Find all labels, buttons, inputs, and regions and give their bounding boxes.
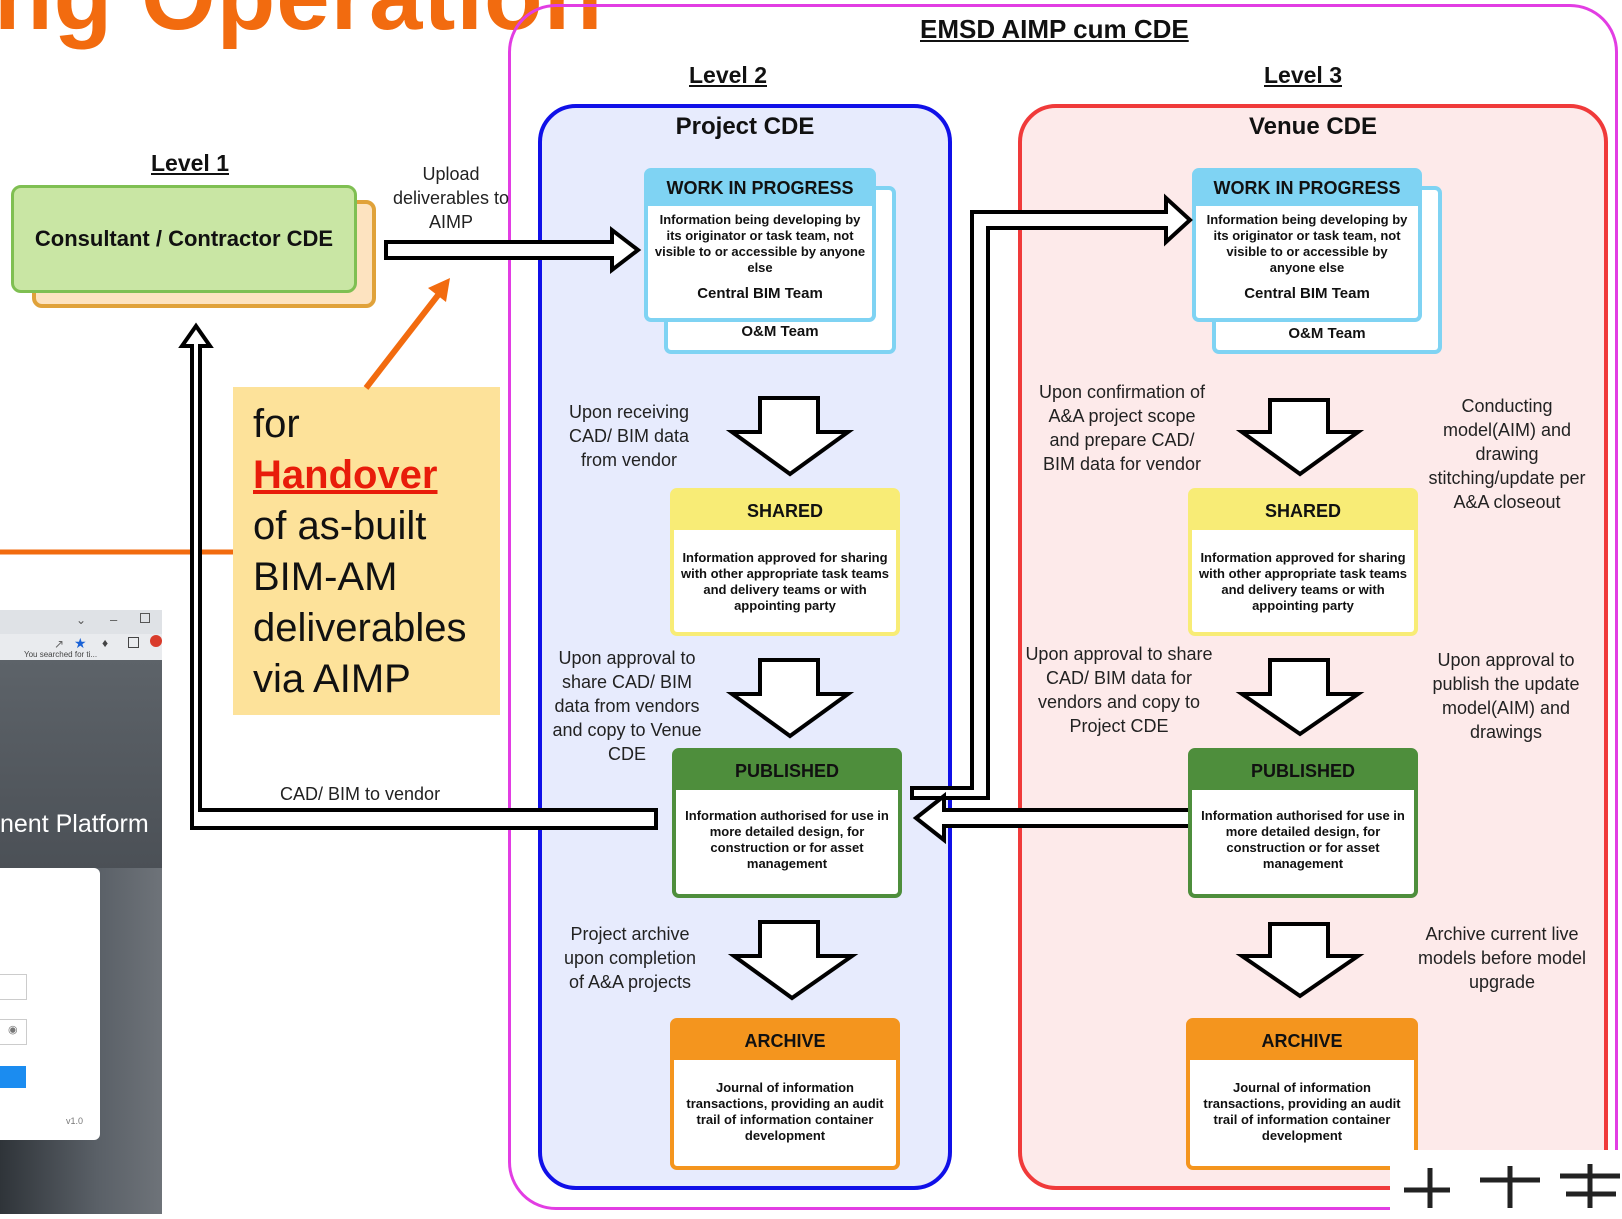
project-wip-body: Information being developing by its orig… bbox=[654, 212, 866, 275]
project-down-arrow-2 bbox=[725, 658, 855, 739]
venue-down-arrow-3 bbox=[1235, 922, 1365, 999]
consultant-cde-box: Consultant / Contractor CDE bbox=[11, 185, 357, 293]
project-wip-team1: Central BIM Team bbox=[697, 285, 823, 302]
venue-archive-header: ARCHIVE bbox=[1190, 1022, 1414, 1060]
venue-note-shared-left: Upon confirmation of A&A project scope a… bbox=[1038, 382, 1206, 474]
project-note-published: Upon approval to share CAD/ BIM data fro… bbox=[552, 648, 702, 764]
password-input[interactable] bbox=[0, 1019, 27, 1045]
project-shared-body: Information approved for sharing with ot… bbox=[680, 550, 890, 613]
handover-highlight: Handover bbox=[253, 453, 438, 497]
star-icon[interactable]: ★ bbox=[74, 635, 87, 651]
handover-line-3: of as-built bbox=[253, 504, 427, 548]
upload-label: Upload deliverables to AIMP bbox=[392, 164, 510, 232]
login-button[interactable] bbox=[0, 1066, 26, 1088]
venue-shared-body: Information approved for sharing with ot… bbox=[1198, 550, 1408, 613]
venue-note-archive-right: Archive current live models before model… bbox=[1417, 924, 1587, 992]
maximize-icon[interactable] bbox=[140, 613, 150, 623]
venue-wip-header: WORK IN PROGRESS bbox=[1196, 172, 1418, 206]
venue-wip-card: WORK IN PROGRESS Information being devel… bbox=[1192, 168, 1422, 322]
project-published-body: Information authorised for use in more d… bbox=[685, 808, 889, 871]
extensions-icon[interactable]: ♦ bbox=[102, 636, 109, 650]
project-shared-header: SHARED bbox=[674, 492, 896, 530]
browser-tabbar bbox=[0, 610, 162, 634]
venue-cde-title: Venue CDE bbox=[1248, 113, 1378, 140]
venue-published-body: Information authorised for use in more d… bbox=[1201, 808, 1405, 871]
avatar[interactable] bbox=[150, 635, 162, 647]
copy-to-project-arrow bbox=[912, 791, 1188, 845]
project-wip-team2: O&M Team bbox=[741, 323, 819, 340]
handover-line-4: BIM-AM bbox=[253, 555, 398, 599]
handover-line-1: for bbox=[253, 402, 300, 446]
username-input[interactable] bbox=[0, 974, 27, 1000]
venue-published-card: PUBLISHED Information authorised for use… bbox=[1188, 748, 1418, 898]
handover-line-6: via AIMP bbox=[253, 657, 411, 701]
minimize-icon[interactable]: – bbox=[110, 612, 118, 627]
version-label: v1.0 bbox=[66, 1116, 84, 1126]
project-wip-card: WORK IN PROGRESS Information being devel… bbox=[644, 168, 876, 322]
copy-to-venue-arrow bbox=[910, 193, 1193, 800]
project-published-card: PUBLISHED Information authorised for use… bbox=[672, 748, 902, 898]
venue-wip-body: Information being developing by its orig… bbox=[1206, 212, 1408, 275]
venue-archive-card: ARCHIVE Journal of information transacti… bbox=[1186, 1018, 1418, 1170]
venue-down-arrow-2 bbox=[1235, 658, 1365, 737]
venue-shared-card: SHARED Information approved for sharing … bbox=[1188, 488, 1418, 636]
venue-down-arrow-1 bbox=[1235, 398, 1365, 477]
sidepanel-icon[interactable] bbox=[128, 637, 139, 648]
search-hint: You searched for ti... bbox=[24, 650, 98, 659]
project-note-archive: Project archive upon completion of A&A p… bbox=[563, 924, 697, 992]
level2-label: Level 2 bbox=[689, 62, 767, 88]
emsd-title: EMSD AIMP cum CDE bbox=[920, 14, 1189, 44]
upload-arrow bbox=[384, 225, 642, 275]
embedded-screenshot: ⌄ – ↗ ★ ♦ You searched for ti... ◉ v1.0 bbox=[0, 610, 162, 1214]
chevron-down-icon[interactable]: ⌄ bbox=[76, 613, 87, 627]
handover-line-5: deliverables bbox=[253, 606, 467, 650]
project-shared-card: SHARED Information approved for sharing … bbox=[670, 488, 900, 636]
project-archive-body: Journal of information transactions, pro… bbox=[686, 1080, 884, 1143]
emsd-frame bbox=[508, 4, 1618, 1210]
project-archive-header: ARCHIVE bbox=[674, 1022, 896, 1060]
project-down-arrow-3 bbox=[727, 920, 859, 1001]
project-cde-title: Project CDE bbox=[675, 113, 815, 140]
venue-published-header: PUBLISHED bbox=[1192, 752, 1414, 790]
slide-title: ng Operation bbox=[0, 0, 603, 52]
project-wip-header: WORK IN PROGRESS bbox=[648, 172, 872, 206]
share-icon[interactable]: ↗ bbox=[54, 637, 65, 651]
cad-to-vendor-arrow bbox=[178, 322, 658, 830]
orange-pointer-head bbox=[428, 278, 450, 302]
venue-note-published-right: Upon approval to publish the update mode… bbox=[1432, 650, 1580, 742]
platform-title: nent Platform bbox=[0, 810, 149, 838]
eye-icon[interactable]: ◉ bbox=[8, 1024, 18, 1036]
project-note-shared: Upon receiving CAD/ BIM data from vendor bbox=[568, 402, 690, 470]
level1-label: Level 1 bbox=[151, 150, 229, 176]
venue-note-shared-right: Conducting model(AIM) and drawing stitch… bbox=[1428, 396, 1586, 512]
level3-label: Level 3 bbox=[1264, 62, 1342, 88]
orange-pointer-arrow bbox=[363, 288, 445, 390]
logo-fragment bbox=[1390, 1150, 1622, 1214]
cad-to-vendor-label: CAD/ BIM to vendor bbox=[280, 784, 441, 804]
venue-note-published-left: Upon approval to share CAD/ BIM data for… bbox=[1025, 644, 1213, 736]
project-published-header: PUBLISHED bbox=[676, 752, 898, 790]
venue-archive-body: Journal of information transactions, pro… bbox=[1203, 1080, 1401, 1143]
venue-wip-team1: Central BIM Team bbox=[1244, 285, 1370, 302]
project-archive-card: ARCHIVE Journal of information transacti… bbox=[670, 1018, 900, 1170]
project-down-arrow-1 bbox=[725, 396, 855, 477]
handover-callout: for Handover of as-built BIM-AM delivera… bbox=[233, 387, 500, 715]
venue-shared-header: SHARED bbox=[1192, 492, 1414, 530]
login-panel bbox=[0, 868, 100, 1140]
consultant-cde-label: Consultant / Contractor CDE bbox=[34, 226, 334, 251]
venue-wip-team2: O&M Team bbox=[1288, 325, 1366, 342]
